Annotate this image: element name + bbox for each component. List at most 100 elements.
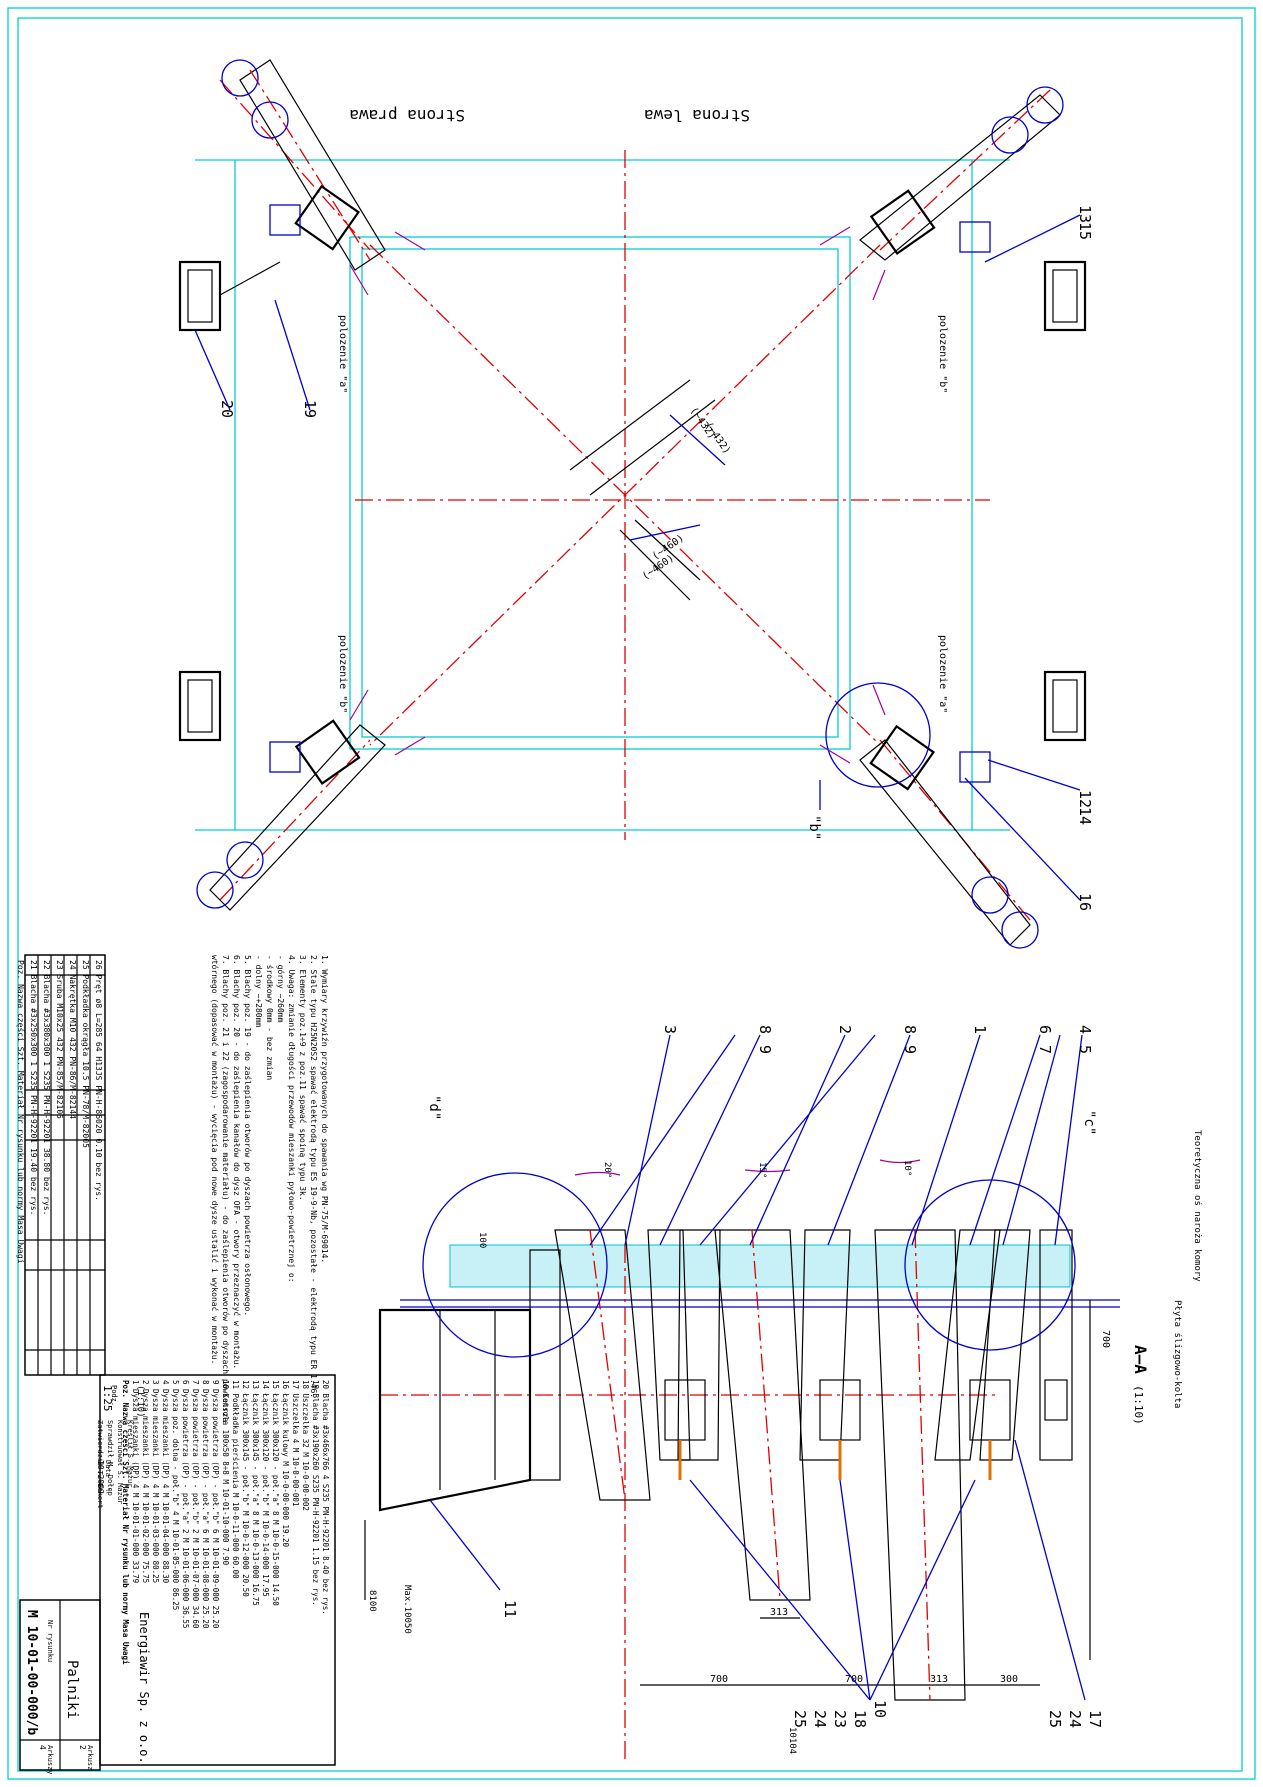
plan-view <box>178 59 1087 949</box>
bom-row-1: 1 Dysza mieszanki (DP) 4 M 10-01-01-000 … <box>131 1380 140 1583</box>
bom-table <box>99 1374 336 1766</box>
bom-row-6: 6 Dysza powietrza (OP) - poł."a" 2 M 10-… <box>181 1380 190 1628</box>
callout-25a: 25 <box>791 1710 809 1728</box>
angle-10: 10° <box>902 1160 912 1176</box>
tb-scale: 1:25 <box>101 1385 114 1412</box>
bom-row-13: 13 Łącznik 300x145 - poł."a" 8 M 10-0-13… <box>251 1380 260 1606</box>
bom-row-11: 11 Podkładka pierścienia M 10-0-11-000 6… <box>231 1380 240 1579</box>
callout-10: 10 <box>871 1700 889 1718</box>
tb-nr-label: Nr rysunku <box>46 1620 54 1662</box>
bom-row-15: 15 Łącznik 300x120 - poł."a" 8 M 10-0-15… <box>271 1380 280 1606</box>
callout-5: 5 <box>1076 1045 1094 1054</box>
callout-15: 15 <box>1076 222 1094 240</box>
mat-row-26: 26 Pręt ø8 L=285 64 H13JS PN-H-86020 0.1… <box>94 960 103 1201</box>
outer-frame <box>7 7 1256 1780</box>
tb-role-2: Konstruował S. Mazur <box>116 1420 124 1504</box>
callout-8b: 8 <box>756 1025 774 1034</box>
callout-19: 19 <box>301 400 319 418</box>
nozzle-3 <box>554 1229 651 1501</box>
dim-313-a: 313 <box>930 1674 948 1685</box>
callout-9a: 9 <box>901 1045 919 1054</box>
callout-25b: 25 <box>1046 1710 1064 1728</box>
section-title: A–A <box>1131 1345 1150 1374</box>
callout-1: 1 <box>971 1025 989 1034</box>
tb-scale2: (1:10) <box>135 1385 145 1418</box>
label-position-b-right: polozenie "b" <box>937 315 948 393</box>
burner-bottom-right <box>819 670 1087 949</box>
bom-row-2: 2 Dysza mieszanki (DP) 4 M 10-01-02-000 … <box>141 1380 150 1583</box>
bom-row-9: 9 Dysza powietrza (OP) - poł."b" 6 M 10-… <box>211 1380 220 1629</box>
tb-sheet: 2 <box>78 1745 87 1750</box>
mat-row-25: 25 Podkładka okrągła 10.5 PN-78/M-82005 <box>81 960 90 1148</box>
angle-20: 20° <box>602 1162 612 1178</box>
section-view <box>364 1034 1120 1760</box>
burner-top-left <box>178 59 426 332</box>
note-5: 5. Blachy poz. 19 - do zaślepienia otwor… <box>243 955 253 1316</box>
callout-8a: 8 <box>901 1025 919 1034</box>
mat-row-21: 21 Blacha #3x250x300 1 S235 PN-H-92201 1… <box>29 960 38 1215</box>
bom-row-10: 10 Konsola 100x50 8÷8 M 10-01-10-000 7.9… <box>221 1380 230 1566</box>
material-list <box>24 954 106 1376</box>
note-theoretical-axis: Teoretyczna oś naroża komory <box>1192 1130 1203 1282</box>
note-4c: - dolny ~+280mm <box>254 955 263 1027</box>
tb-drawing-no: M 10-01-00-000/b <box>24 1610 39 1735</box>
section-scale: (1:10) <box>1132 1385 1145 1425</box>
section-callouts: 4 5 6 7 1 8 9 2 8 9 3 10 18 23 24 25 17 … <box>501 1025 1104 1728</box>
dim-max: Max.10050 <box>402 1585 412 1634</box>
dim-700-right: 700 <box>1100 1330 1111 1348</box>
inner-frame <box>17 17 1243 1772</box>
note-4: 4. Uwaga: zmianie długości przewodów mie… <box>287 955 297 1283</box>
note-plate: Płyta ślizgowo-kolta <box>1172 1300 1183 1408</box>
title-block <box>19 1599 101 1771</box>
tb-company: Energiawir Sp. z o.o. <box>137 1612 151 1764</box>
nozzle-5 <box>979 1229 1031 1461</box>
bom-row-5: 5 Dysza poz. dolna - poł."b" 4 M 10-01-0… <box>171 1380 180 1610</box>
label-detail-c: "c" <box>1081 1110 1097 1135</box>
angle-15: 15° <box>757 1162 767 1178</box>
callout-3: 3 <box>661 1025 679 1034</box>
dim-8100: 8100 <box>367 1590 377 1612</box>
callout-12: 12 <box>1076 790 1094 808</box>
tb-role-4: Zatwierdził T. Eckert <box>96 1420 104 1509</box>
callout-24a: 24 <box>811 1710 829 1728</box>
dim-700-b: 700 <box>845 1674 863 1685</box>
mat-footer: Poz. Nazwa części Szt. Materiał Nr rysun… <box>16 960 26 1264</box>
bom-row-14: 14 Łącznik 300x120 - poł."b" M 10-0-14-0… <box>261 1380 270 1597</box>
note-3: 3. Elementy poz.1÷9 z poz.11 spawać spoi… <box>298 955 308 1201</box>
note-6: 6. Blachy poz. 20 - do zaślepienia kanał… <box>232 955 242 1369</box>
dim-700-a: 700 <box>710 1674 728 1685</box>
bom-row-20: 20 Blacha #3x466x766 4 S235 PN-H-92201 8… <box>321 1380 330 1615</box>
bom-row-3: 3 Dysza mieszanki (DP) 4 M 10-01-03-000 … <box>151 1380 160 1583</box>
callout-20: 20 <box>218 400 236 418</box>
callout-11: 11 <box>501 1600 519 1618</box>
mat-row-23: 23 Śruba M10x25 432 PN-85/M-82105 <box>55 960 66 1119</box>
tb-sheets-val: 4 <box>38 1745 47 1750</box>
nozzle-9 <box>677 1229 721 1461</box>
callout-7: 7 <box>1036 1045 1054 1054</box>
note-7: 7. Blachy poz. 21 i 22 (zagospodarowanie… <box>221 955 231 1422</box>
dim-10104: 10104 <box>787 1727 797 1754</box>
note-1: 1. Wymiary krzywiźn przygotowanych do sp… <box>320 955 329 1263</box>
callout-24b: 24 <box>1066 1710 1084 1728</box>
callout-14: 14 <box>1076 807 1094 825</box>
tb-date: 10.2009 <box>96 1460 105 1494</box>
tb-role-1: Kreślił S. Mazur <box>126 1420 134 1487</box>
callout-23: 23 <box>831 1710 849 1728</box>
label-detail-d: "d" <box>426 1095 442 1120</box>
tb-scale-label: Podz. <box>110 1385 118 1406</box>
burner-top-right <box>819 86 1087 332</box>
callout-17: 17 <box>1086 1710 1104 1728</box>
detail-circle-c <box>904 1179 1076 1351</box>
note-4a: - górny ~260mm <box>276 955 286 1023</box>
bom-row-17: 17 Uszczelka 4 M 10-0-00-001 <box>291 1380 300 1506</box>
bom-row-19: 19 Blacha #3x190x260 S235 PN-H-92201 1.1… <box>311 1380 320 1606</box>
label-position-b-left: polozenie "b" <box>337 635 348 713</box>
callout-6: 6 <box>1036 1025 1054 1034</box>
label-detail-b: "b" <box>806 815 822 840</box>
nozzle-6 <box>934 1229 1001 1461</box>
bom-row-12: 12 Łącznik 300x145 - poł."b" M 10-0-12-0… <box>241 1380 250 1597</box>
dim-100: 100 <box>477 1232 487 1248</box>
nozzle-2 <box>714 1229 811 1601</box>
label-strona-lewa: Strona lewa <box>644 106 750 125</box>
